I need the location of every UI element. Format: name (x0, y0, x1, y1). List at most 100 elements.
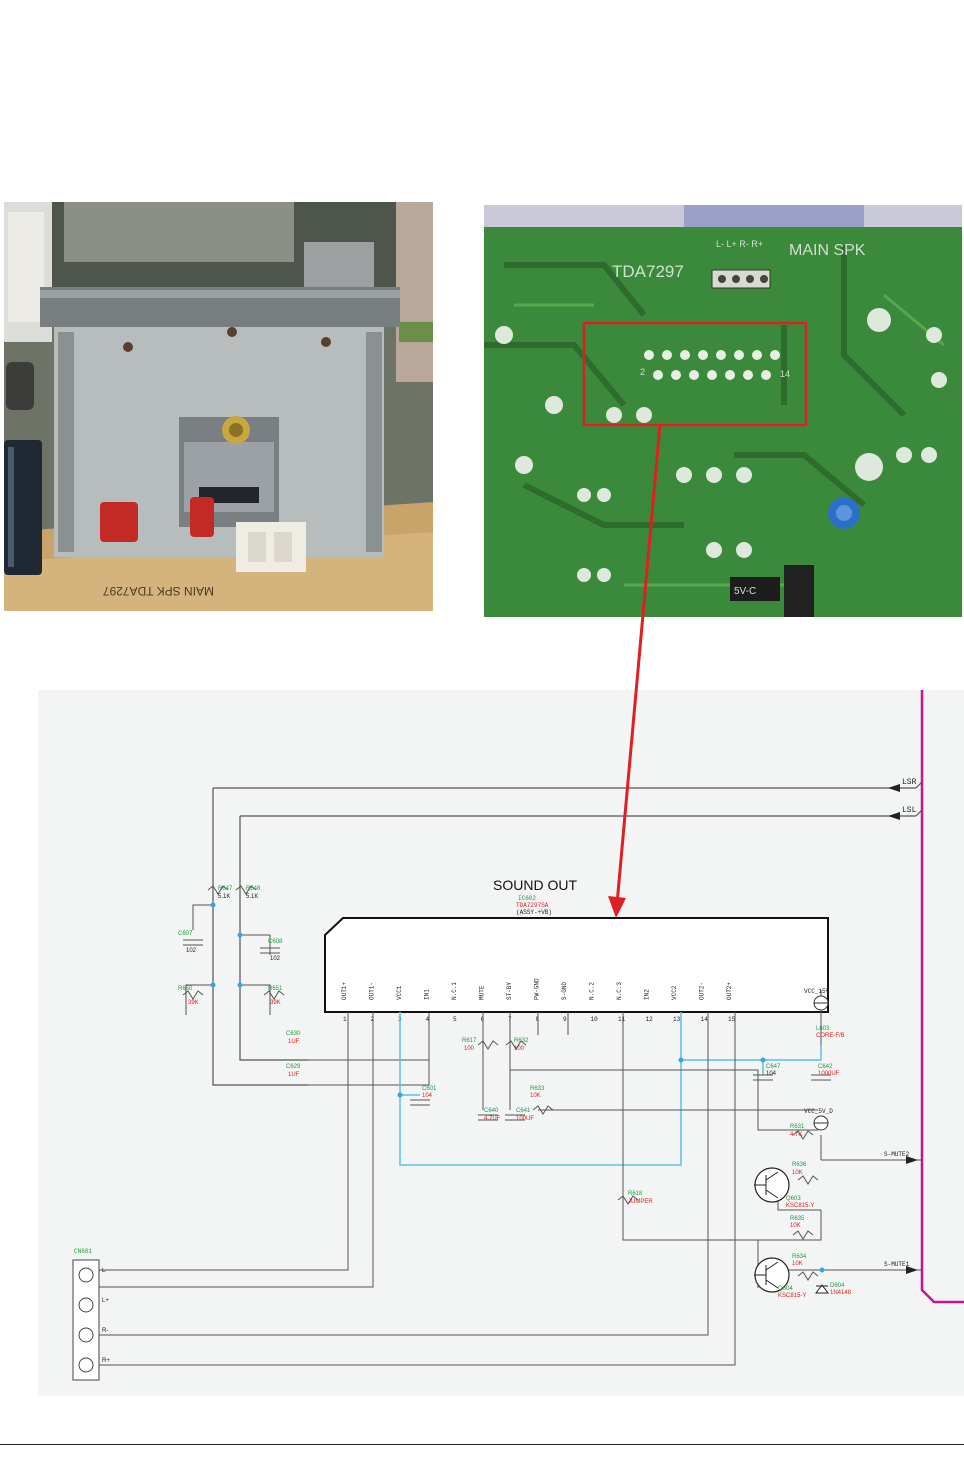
board-silkscreen-text: MAIN SPK TDA7297 (103, 584, 214, 598)
ic-pin-number: 14 (701, 1016, 709, 1023)
connector-pin-3: R- (102, 1328, 108, 1334)
ic-pin-number: 1 (343, 1016, 347, 1023)
pcb-area-label: MAIN SPK (789, 242, 866, 259)
ic-pin-number: 11 (618, 1016, 626, 1023)
signal-bus-line (920, 690, 964, 1304)
svg-text:C647: C647 (766, 1064, 781, 1070)
pcb-photo: TDA7297 MAIN SPK L- L+ R- R+ 2 14 5V-C (484, 205, 962, 617)
svg-text:1000UF: 1000UF (818, 1071, 840, 1077)
heatsink-photo: MAIN SPK TDA7297 (4, 202, 433, 611)
ic-pin-name: S-GND (561, 982, 568, 1000)
ic-pin-number: 5 (453, 1016, 457, 1023)
svg-text:JUMPER: JUMPER (628, 1199, 653, 1205)
svg-text:1N4148: 1N4148 (830, 1290, 852, 1296)
pcb-code-label: 5V-C (734, 586, 756, 597)
ic-pin-name: PW-GND (534, 978, 541, 1000)
svg-text:R647: R647 (218, 886, 233, 892)
svg-text:R633: R633 (530, 1086, 545, 1092)
svg-text:Q603: Q603 (786, 1196, 801, 1202)
svg-text:C629: C629 (286, 1064, 301, 1070)
ic-pin-name: OUT2+ (726, 982, 733, 1000)
net-label-lsl: LSL (902, 806, 917, 815)
svg-text:C601: C601 (422, 1086, 437, 1092)
ic-pin-name: N.C.2 (589, 982, 596, 1000)
svg-text:1UF: 1UF (288, 1072, 300, 1078)
svg-text:4.7K: 4.7K (790, 1132, 802, 1138)
ic-pin-name: VCC2 (671, 985, 678, 1000)
pcb-chip-label: TDA7297 (612, 262, 684, 281)
svg-text:R631: R631 (790, 1124, 805, 1130)
ic-pin-number: 13 (673, 1016, 681, 1023)
net-label-smute2: S-MUTE2 (884, 1151, 910, 1158)
svg-text:10K: 10K (790, 1223, 801, 1229)
svg-text:104: 104 (422, 1093, 433, 1099)
svg-text:100UF: 100UF (516, 1116, 534, 1122)
ic-pin-name: N.C.3 (616, 982, 623, 1000)
svg-text:R650: R650 (178, 986, 193, 992)
ic-part: TDA7297SA (516, 902, 549, 909)
svg-text:10K: 10K (792, 1261, 803, 1267)
svg-text:100: 100 (464, 1046, 475, 1052)
svg-text:104: 104 (766, 1071, 777, 1077)
ic-pin-name: IN1 (424, 989, 431, 1000)
ic-pin-name: MUTE (479, 985, 486, 1000)
pcb-connector-pin-labels: L- L+ R- R+ (716, 239, 763, 249)
svg-text:CORE-F/B: CORE-F/B (816, 1033, 845, 1039)
connector-pin-1: L- (102, 1268, 107, 1274)
ic-pin-name: N.C.1 (451, 982, 458, 1000)
pcb-pin-marker-right: 14 (780, 369, 790, 379)
svg-text:10K: 10K (792, 1170, 803, 1176)
ic-note: (ASSY-+VB) (516, 909, 552, 916)
highlight-box (582, 321, 808, 427)
svg-text:R648: R648 (246, 886, 261, 892)
ic-pin-number: 4 (426, 1016, 430, 1023)
ic-title: SOUND OUT (493, 877, 577, 893)
svg-text:R634: R634 (792, 1254, 807, 1260)
ic-pin-name: VCC1 (396, 985, 403, 1000)
svg-text:R635: R635 (790, 1216, 805, 1222)
svg-text:10K: 10K (530, 1093, 541, 1099)
ic-pin-number: 15 (728, 1016, 736, 1023)
svg-text:5.1K: 5.1K (218, 894, 230, 900)
ic-pin-name: IN2 (644, 989, 651, 1000)
svg-text:R618: R618 (628, 1191, 643, 1197)
svg-text:1UF: 1UF (288, 1039, 300, 1045)
svg-text:R617: R617 (462, 1038, 477, 1044)
ic-pin-name: ST-BY (506, 982, 513, 1000)
connector-ref: CN601 (74, 1248, 92, 1255)
vcc-5v-label: VCC_5V_D (804, 1108, 833, 1115)
ic-ref: IC602 (518, 895, 536, 902)
ic-pin-number: 9 (563, 1016, 567, 1023)
svg-text:KSC815-Y: KSC815-Y (786, 1203, 814, 1209)
svg-text:C630: C630 (286, 1031, 301, 1037)
svg-text:D604: D604 (830, 1283, 845, 1289)
svg-text:5.1K: 5.1K (246, 894, 258, 900)
ic-pin-name: OUT1- (369, 982, 376, 1000)
ic-pin-name: OUT2- (699, 982, 706, 1000)
ic-pin-number: 10 (591, 1016, 599, 1023)
ic-pin-name: OUT1+ (341, 982, 348, 1000)
svg-text:100: 100 (514, 1046, 525, 1052)
svg-text:102: 102 (270, 956, 281, 962)
svg-text:R632: R632 (514, 1038, 529, 1044)
svg-text:KSC815-Y: KSC815-Y (778, 1293, 806, 1299)
svg-text:C640: C640 (484, 1108, 499, 1114)
svg-text:39K: 39K (270, 1000, 281, 1006)
net-label-lsr: LSR (902, 778, 917, 787)
svg-text:C608: C608 (268, 939, 283, 945)
svg-text:R636: R636 (792, 1162, 807, 1168)
svg-text:C642: C642 (818, 1064, 833, 1070)
svg-text:L603: L603 (816, 1026, 830, 1032)
svg-text:R651: R651 (268, 986, 283, 992)
connector-pin-4: R+ (102, 1358, 110, 1364)
svg-text:C641: C641 (516, 1108, 531, 1114)
svg-text:4.7UF: 4.7UF (484, 1116, 501, 1122)
ic-pin-number: 12 (646, 1016, 654, 1023)
svg-text:C607: C607 (178, 931, 193, 937)
svg-text:Q604: Q604 (778, 1286, 793, 1292)
vcc-15v-label: VCC_15V (804, 988, 830, 995)
svg-text:39K: 39K (188, 1000, 199, 1006)
connector-pin-2: L+ (102, 1298, 109, 1304)
footer-divider (0, 1444, 964, 1445)
